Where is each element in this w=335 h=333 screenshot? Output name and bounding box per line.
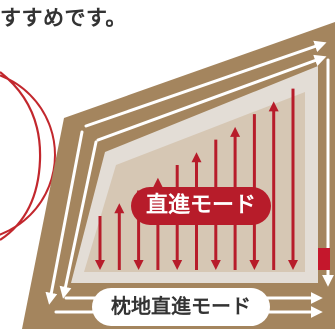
headland-arrow-top-inner bbox=[96, 54, 327, 142]
row-arrowhead-down bbox=[249, 260, 260, 270]
edge-marker bbox=[318, 248, 330, 270]
straight-mode-label: 直進モード bbox=[145, 193, 256, 218]
row-arrowhead-up bbox=[268, 101, 279, 112]
row-arrowhead-up bbox=[230, 126, 241, 137]
row-arrowhead-down bbox=[95, 260, 105, 270]
row-arrowhead-down bbox=[133, 260, 144, 270]
headland-arrow-left bbox=[45, 130, 84, 305]
row-arrowhead-up bbox=[191, 152, 202, 163]
headland-mode-badge bbox=[92, 288, 270, 326]
row-arrowhead-down bbox=[210, 260, 221, 270]
highlight-circle-right bbox=[0, 71, 42, 241]
row-arrowhead-down bbox=[172, 260, 183, 270]
headland-straight-mode-label: 枕地直進モード bbox=[111, 294, 251, 318]
row-arrowhead-down bbox=[288, 260, 298, 270]
heading-text: すすめです。 bbox=[0, 6, 127, 30]
headland-arrow-top bbox=[84, 40, 327, 128]
row-arrowhead-up bbox=[152, 177, 163, 188]
headland-arrow-left-inner bbox=[59, 140, 98, 299]
straight-mode-badge bbox=[131, 187, 271, 225]
row-arrowhead-up bbox=[114, 203, 125, 214]
